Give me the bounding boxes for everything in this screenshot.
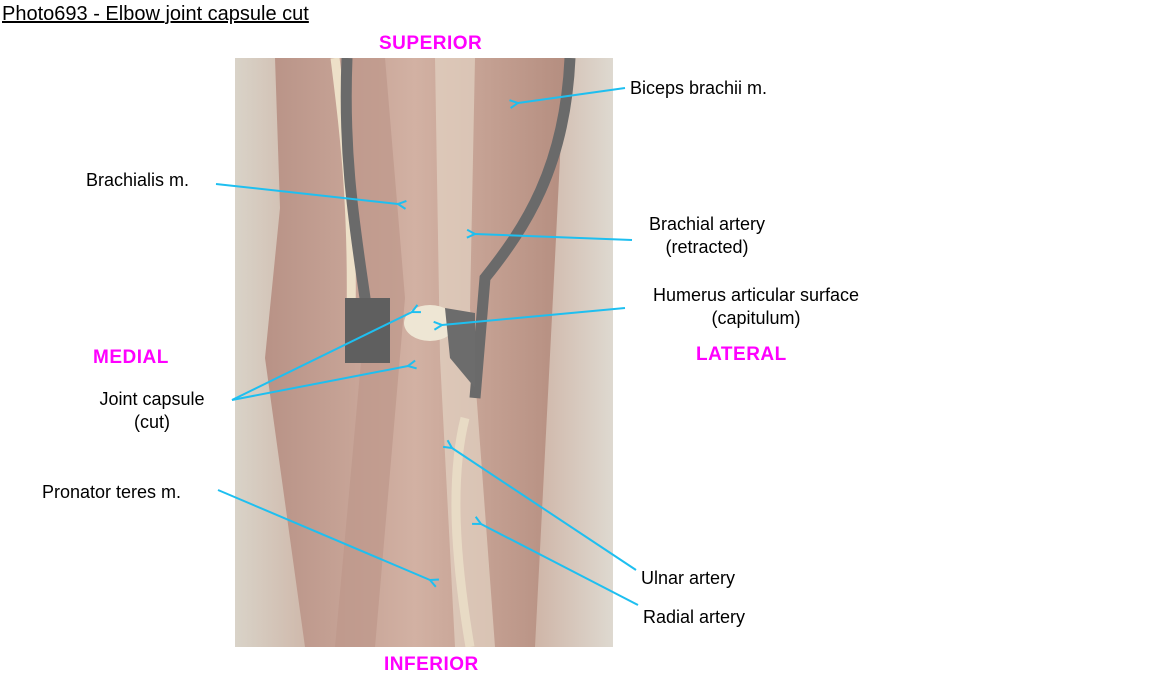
figure-title: Photo693 - Elbow joint capsule cut: [2, 3, 309, 25]
label-pronator-teres: Pronator teres m.: [42, 482, 182, 502]
medial-label: MEDIAL: [93, 347, 169, 368]
label-line: Joint capsule: [99, 389, 205, 409]
label-radial-artery: Radial artery: [643, 607, 746, 627]
label-biceps-brachii: Biceps brachii m.: [630, 78, 768, 98]
inferior-label: INFERIOR: [384, 654, 479, 675]
label-line: Humerus articular surface: [652, 285, 860, 305]
label-line: (retracted): [665, 237, 749, 257]
superior-label: SUPERIOR: [379, 33, 483, 54]
label-line: Brachial artery: [648, 214, 766, 234]
label-humerus-articular-surface: Humerus articular surface (capitulum): [626, 284, 886, 330]
label-joint-capsule: Joint capsule (cut): [82, 388, 222, 434]
dissection-photo: [235, 58, 613, 647]
lateral-label: LATERAL: [696, 344, 787, 365]
label-brachial-artery: Brachial artery (retracted): [627, 213, 787, 259]
label-line: (cut): [134, 412, 170, 432]
label-ulnar-artery: Ulnar artery: [641, 568, 736, 588]
label-brachialis: Brachialis m.: [86, 170, 190, 190]
label-line: (capitulum): [711, 308, 801, 328]
